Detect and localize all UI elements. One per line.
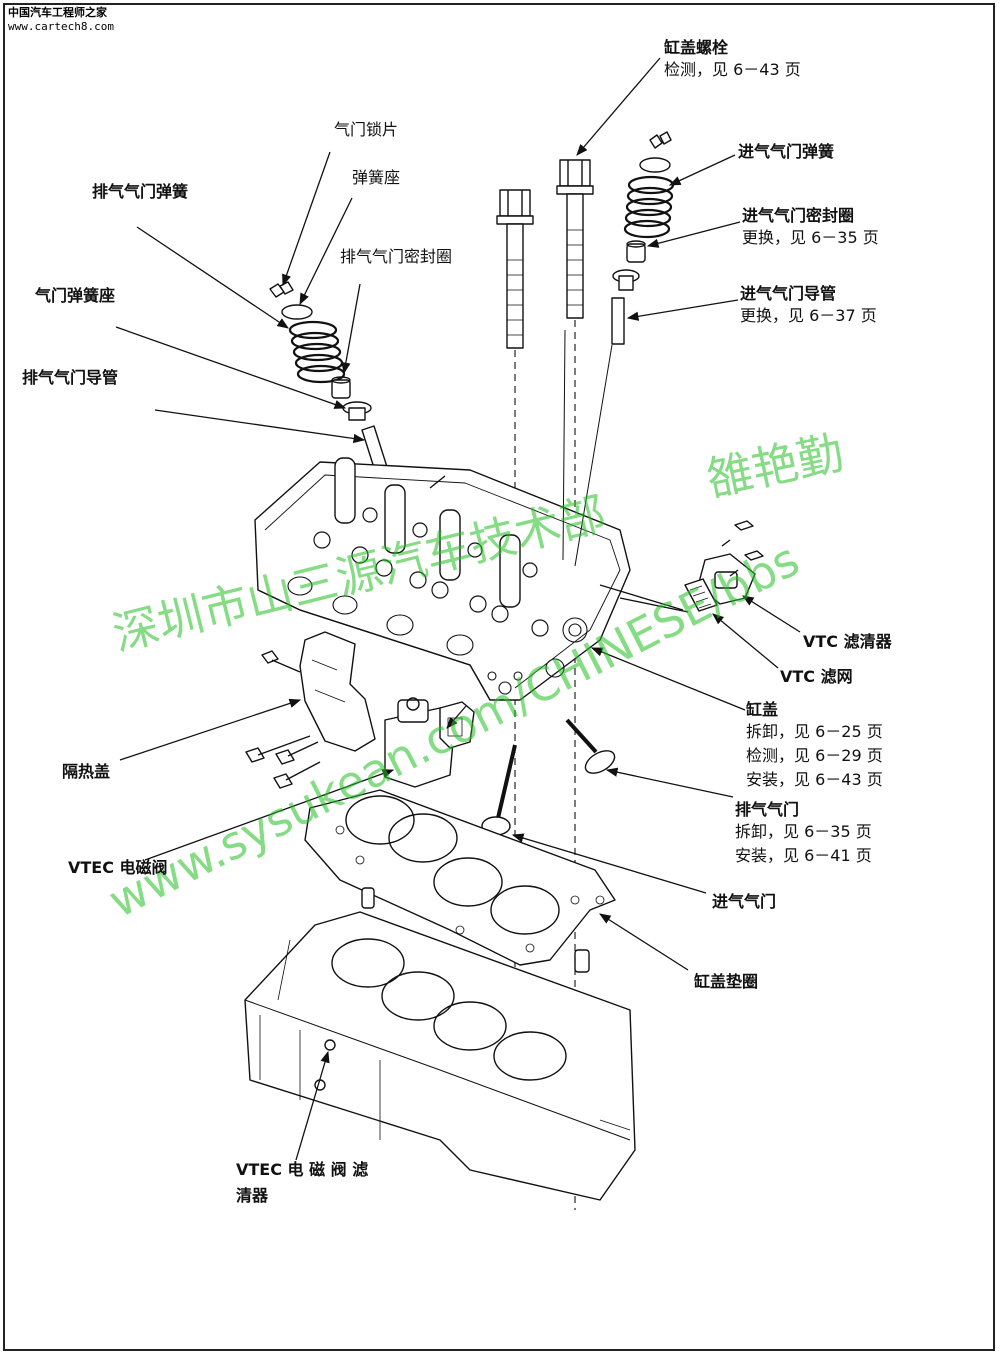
label-exhaust-valve-guide: 排气气门导管 (22, 368, 119, 387)
exhaust-valve (565, 718, 616, 774)
leader-lines (115, 57, 801, 1161)
label-vtec-solenoid: VTEC 电磁阀 (68, 858, 168, 877)
site-header: 中国汽车工程师之家 www.cartech8.com (8, 6, 114, 34)
heat-shield (299, 631, 376, 752)
intake-valve (481, 744, 517, 836)
label-intake-valve: 进气气门 (712, 892, 777, 911)
head-bolt-2 (556, 159, 594, 319)
label-heat-shield: 隔热盖 (62, 762, 111, 781)
intake-valve-seal (626, 240, 646, 263)
label-vtec-solenoid-filter: VTEC 电 磁 阀 滤 清器 (236, 1160, 369, 1205)
engine-block (244, 911, 636, 1201)
vtc-screen (684, 578, 718, 612)
label-intake-valve-guide: 进气气门导管 更换，见 6－37 页 (740, 284, 877, 325)
head-bolt-1 (496, 189, 534, 349)
label-exhaust-valve: 排气气门 拆卸，见 6－35 页 安装，见 6－41 页 (735, 800, 872, 865)
label-head-bolt: 缸盖螺栓 检测，见 6－43 页 (664, 38, 801, 79)
site-url: www.cartech8.com (8, 20, 114, 33)
exhaust-spring-retainer (281, 304, 313, 320)
intake-valve-guide (611, 297, 625, 345)
intake-valve-spring (623, 175, 675, 239)
label-cylinder-head: 缸盖 拆卸，见 6－25 页 检测，见 6－29 页 安装，见 6－43 页 (746, 700, 883, 789)
page-frame (3, 3, 995, 1351)
label-exhaust-valve-seal: 排气气门密封圈 (340, 247, 453, 266)
label-intake-valve-seal: 进气气门密封圈 更换，见 6－35 页 (742, 206, 879, 247)
label-valve-keeper: 气门锁片 (334, 120, 399, 139)
label-head-gasket: 缸盖垫圈 (694, 972, 759, 991)
site-name: 中国汽车工程师之家 (8, 6, 107, 19)
exhaust-valve-spring (288, 320, 346, 384)
label-spring-retainer: 弹簧座 (352, 168, 401, 187)
heat-shield-bolts (245, 650, 321, 789)
intake-valve-keeper (649, 131, 672, 149)
exhaust-valve-keeper (269, 281, 294, 298)
label-vtc-filter: VTC 滤清器 (803, 632, 892, 651)
label-exhaust-valve-spring: 排气气门弹簧 (92, 182, 189, 201)
label-vtc-screen: VTC 滤网 (780, 667, 853, 686)
label-valve-spring-seat: 气门弹簧座 (35, 286, 116, 305)
dowel-pin-1 (361, 887, 375, 909)
exhaust-valve-spring-seat (342, 401, 372, 421)
head-gasket (304, 789, 616, 966)
exhaust-valve-seal (331, 376, 351, 399)
intake-spring-retainer (639, 157, 671, 173)
cylinder-head (254, 457, 631, 701)
intake-valve-spring-seat (612, 269, 640, 291)
alignment-lines (514, 320, 576, 1210)
label-intake-valve-spring: 进气气门弹簧 (738, 142, 835, 161)
dowel-pin-2 (574, 949, 590, 973)
